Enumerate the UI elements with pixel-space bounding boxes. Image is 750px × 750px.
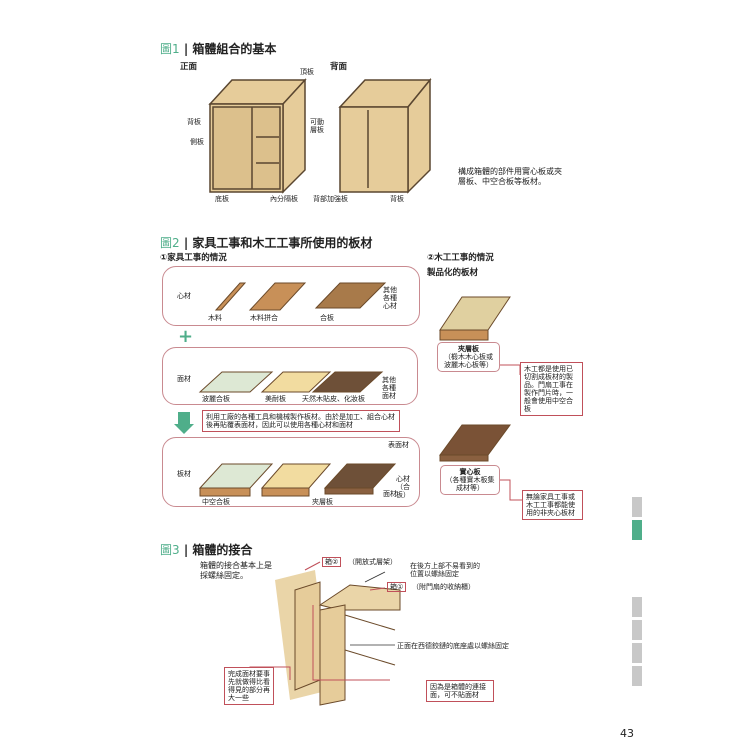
- furniture-work-heading: ①家具工事的情況: [160, 253, 227, 263]
- figure-number: 圖1: [160, 42, 180, 56]
- front-label: 正面: [180, 62, 198, 72]
- plywood-note: 木工都是使用已切割成板材的製品。門扇工事在製作門片時，一般會使用中空合板: [520, 362, 583, 416]
- chapter-tab[interactable]: [632, 620, 642, 640]
- box1-desc: （附門扇的收納櫃）: [412, 583, 475, 591]
- face-other: 其他各種面材: [382, 376, 396, 400]
- cabinet-front-illustration: [208, 78, 307, 194]
- surface-label: 表面材: [388, 441, 409, 449]
- down-arrow-icon: [178, 412, 190, 424]
- joint-illustration: [275, 570, 401, 706]
- core-material-group: [162, 266, 420, 326]
- chapter-tab[interactable]: [632, 497, 642, 517]
- process-note: 利用工廠的各種工具和機械製作板材。由於是加工、組合心材後再貼覆表面材，因此可以使…: [202, 410, 400, 432]
- core-plywood-label: 心材（合板）: [396, 475, 410, 499]
- plywood-label-box: 夾層板（椴木木心板或波麗木心板等）: [437, 342, 500, 372]
- box2-desc: （開放式層架）: [348, 558, 397, 566]
- cabinet-back-illustration: [338, 77, 432, 194]
- down-arrow-head-icon: [174, 424, 194, 434]
- joint-surface-note: 因為是箱體的連接面，可不貼面材: [426, 680, 494, 702]
- face-label: 面材: [177, 375, 191, 383]
- solid-note: 無論家具工事或木工工事都能使用的非夾心板材: [522, 490, 583, 520]
- face-item: 美耐板: [265, 395, 286, 403]
- board-item: 夾層板: [312, 498, 333, 506]
- hidden-screw-label: 在後方上部不易看到的位置以螺絲固定: [410, 562, 480, 578]
- front-screw-label: 正面在西德鉸鏈的底座處以螺絲固定: [397, 642, 509, 650]
- label-bottom: 底板: [215, 195, 229, 203]
- figure-title-text: 箱體組合的基本: [192, 42, 277, 56]
- plywood-desc: （椴木木心板或波麗木心板等）: [444, 353, 493, 369]
- box1-tag: 箱①: [387, 582, 407, 592]
- face-item: 波麗合板: [202, 395, 230, 403]
- figure-number: 圖2: [160, 236, 180, 250]
- label-back-panel-2: 背板: [390, 195, 404, 203]
- page-number: 43: [620, 727, 634, 740]
- figure3-title: 圖3 | 箱體的接合: [160, 543, 253, 557]
- label-top-panel: 頂板: [300, 68, 314, 76]
- carpentry-work-heading: ②木工工事的情況: [427, 253, 494, 263]
- board-illustrations: [198, 282, 511, 497]
- board-item: 中空合板: [202, 498, 230, 506]
- chapter-tab[interactable]: [632, 597, 642, 617]
- solid-label-box: 實心板（各種實木板集成材等）: [440, 465, 500, 495]
- chapter-tab[interactable]: [632, 643, 642, 663]
- core-item: 合板: [320, 314, 334, 322]
- joint-intro: 箱體的接合基本上是採螺絲固定。: [200, 561, 272, 580]
- core-other: 其他各種心材: [383, 286, 397, 310]
- label-side-panel: 側板: [190, 138, 204, 146]
- core-label: 心材: [177, 292, 191, 300]
- chapter-tab[interactable]: [632, 666, 642, 686]
- face-material-note: 完成面材要事先就做得比看得見的部分再大一些: [224, 667, 274, 705]
- plus-icon: +: [178, 326, 194, 347]
- label-back-panel: 背板: [187, 118, 201, 126]
- figure1-title: 圖1 | 箱體組合的基本: [160, 42, 277, 56]
- product-boards-heading: 製品化的板材: [427, 268, 479, 278]
- board-group: [162, 437, 420, 507]
- back-label: 背面: [330, 62, 348, 72]
- figure-title-text: 家具工事和木工工事所使用的板材: [192, 236, 373, 250]
- figure2-title: 圖2 | 家具工事和木工工事所使用的板材: [160, 236, 373, 250]
- figure1-caption: 構成箱體的部件用實心板或夾層板、中空合板等板材。: [458, 167, 562, 186]
- face-item: 天然木貼皮、化妝板: [302, 395, 365, 403]
- board-label: 板材: [177, 470, 191, 478]
- chapter-tab-active[interactable]: [632, 520, 642, 540]
- face-material-group: [162, 347, 418, 405]
- face-material-label: 面材: [383, 490, 397, 498]
- plywood-name: 夾層板: [458, 345, 479, 353]
- core-item: 木料拼合: [250, 314, 278, 322]
- solid-name: 實心板: [459, 468, 481, 476]
- label-reinforce: 背部加強板: [313, 195, 348, 203]
- box2-tag: 箱②: [322, 557, 342, 567]
- label-divider: 內分隔板: [270, 195, 298, 203]
- figure-number: 圖3: [160, 543, 180, 557]
- solid-desc: （各種實木板集成材等）: [445, 476, 495, 492]
- figure-title-text: 箱體的接合: [192, 543, 253, 557]
- label-shelf: 可動層板: [310, 118, 324, 134]
- core-item: 木料: [208, 314, 222, 322]
